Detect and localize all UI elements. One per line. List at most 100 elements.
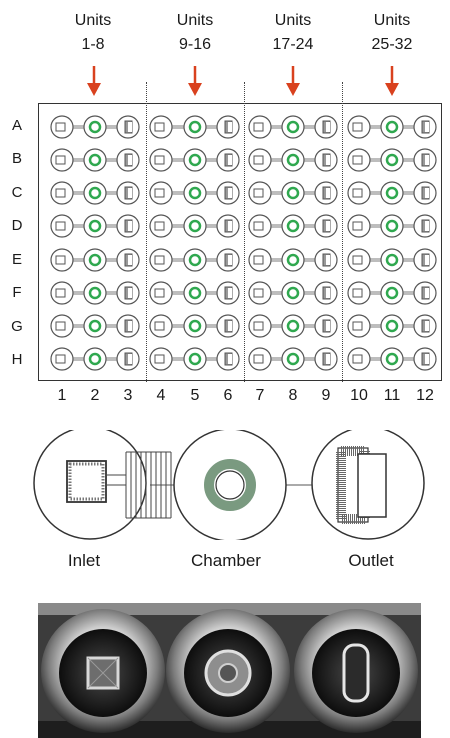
outlet-port-window	[128, 122, 132, 132]
inlet-port	[353, 322, 362, 330]
chamber-ring	[190, 354, 200, 364]
chamber-ring	[288, 188, 298, 198]
chamber-ring	[387, 122, 397, 132]
inlet-port	[155, 189, 164, 197]
inlet-port	[67, 461, 106, 502]
inlet-port	[155, 222, 164, 230]
inlet-port	[155, 289, 164, 297]
outlet-port-window	[326, 354, 330, 364]
chamber-ring	[190, 122, 200, 132]
outlet-port-window	[228, 155, 232, 165]
outlet-port-window	[128, 354, 132, 364]
outlet-port-window	[128, 255, 132, 265]
inlet-port	[56, 256, 65, 264]
inlet-port	[56, 355, 65, 363]
chamber-ring	[90, 354, 100, 364]
inlet-port	[353, 123, 362, 131]
inlet-port	[254, 256, 263, 264]
inlet-port	[155, 156, 164, 164]
outlet-port-window	[425, 188, 429, 198]
outlet-port-window	[228, 321, 232, 331]
inlet-port	[56, 156, 65, 164]
chamber-ring	[288, 221, 298, 231]
outlet-port-window	[425, 155, 429, 165]
outlet-port-window	[326, 288, 330, 298]
inlet-caption: Inlet	[24, 551, 144, 571]
inlet-port	[254, 355, 263, 363]
inlet-port	[56, 322, 65, 330]
chamber-ring	[90, 122, 100, 132]
inlet-port	[353, 189, 362, 197]
chamber-ring	[190, 188, 200, 198]
unit-schematic	[0, 430, 450, 540]
outlet-port-window	[425, 354, 429, 364]
inlet-port	[56, 289, 65, 297]
chamber-ring	[190, 155, 200, 165]
chamber-ring	[90, 188, 100, 198]
chamber-ring	[190, 221, 200, 231]
outlet-port-window	[128, 188, 132, 198]
inlet-port	[353, 256, 362, 264]
chamber-ring	[90, 155, 100, 165]
inlet-port	[353, 289, 362, 297]
outlet-port-window	[425, 122, 429, 132]
chamber-ring	[288, 155, 298, 165]
outlet-caption: Outlet	[311, 551, 431, 571]
outlet-port-window	[326, 255, 330, 265]
inlet-port	[254, 123, 263, 131]
chamber-ring	[387, 155, 397, 165]
chamber-ring	[288, 354, 298, 364]
inlet-port	[56, 123, 65, 131]
outlet-port-window	[228, 255, 232, 265]
chamber-ring	[90, 288, 100, 298]
inlet-port	[254, 156, 263, 164]
outlet-port-window	[326, 155, 330, 165]
outlet-port-window	[128, 288, 132, 298]
chamber-ring	[90, 255, 100, 265]
inlet-port	[254, 322, 263, 330]
outlet-port-window	[228, 122, 232, 132]
inlet-port	[155, 355, 164, 363]
chamber-ring	[387, 221, 397, 231]
chamber-ring	[387, 288, 397, 298]
outlet-port-window	[228, 188, 232, 198]
outlet-port-window	[425, 255, 429, 265]
outlet-port-window	[228, 354, 232, 364]
chamber-ring	[387, 255, 397, 265]
chamber-ring	[288, 122, 298, 132]
outlet-port	[358, 454, 386, 517]
inlet-port	[353, 156, 362, 164]
outlet-port-window	[326, 122, 330, 132]
chamber-ring	[387, 321, 397, 331]
inlet-port	[254, 222, 263, 230]
outlet-port-window	[326, 221, 330, 231]
inlet-port	[155, 123, 164, 131]
chamber-ring	[288, 288, 298, 298]
chamber-ring	[288, 321, 298, 331]
chamber-ring	[190, 288, 200, 298]
inlet-port	[155, 256, 164, 264]
inlet-port	[155, 322, 164, 330]
outlet-port-window	[128, 321, 132, 331]
chamber-ring	[387, 354, 397, 364]
outlet-port-window	[228, 288, 232, 298]
outlet-port-window	[425, 288, 429, 298]
inlet-port	[254, 189, 263, 197]
unit-photo	[38, 603, 421, 738]
inlet-port	[353, 355, 362, 363]
outlet-port-window	[326, 321, 330, 331]
inlet-port	[353, 222, 362, 230]
outlet-port-window	[425, 221, 429, 231]
chamber-ring	[190, 321, 200, 331]
wells-svg	[0, 0, 450, 400]
outlet-port-window	[128, 221, 132, 231]
outlet-port-window	[228, 221, 232, 231]
chamber-ring	[387, 188, 397, 198]
chamber-ring	[190, 255, 200, 265]
chamber-ring	[90, 221, 100, 231]
chamber-ring	[90, 321, 100, 331]
inlet-port	[254, 289, 263, 297]
chamber-caption: Chamber	[166, 551, 286, 571]
chamber-ring	[288, 255, 298, 265]
outlet-port-window	[326, 188, 330, 198]
